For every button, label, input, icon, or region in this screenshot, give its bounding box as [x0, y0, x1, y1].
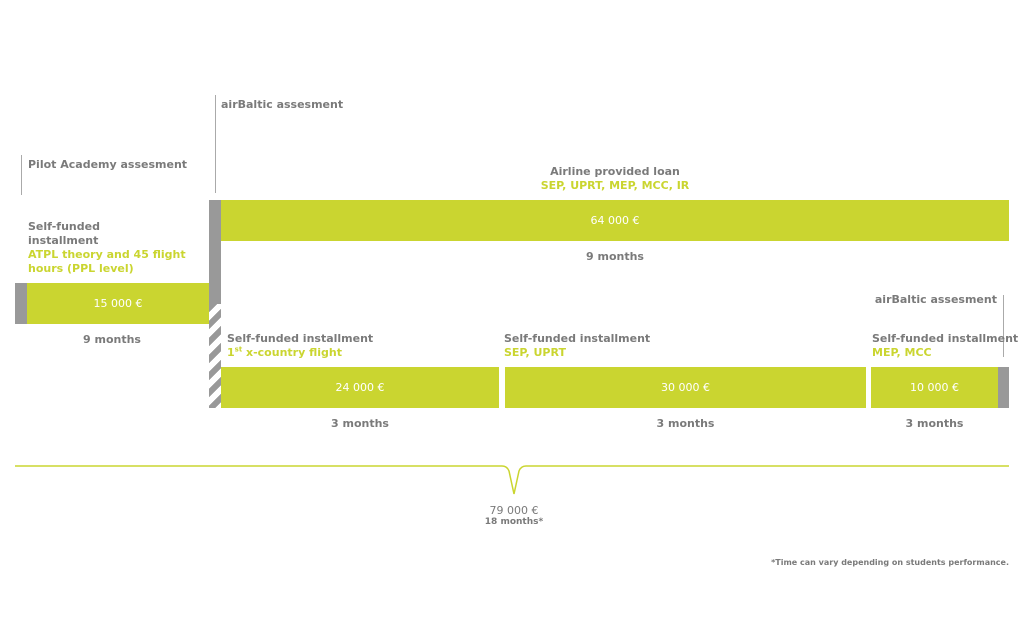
installment-1-bar: 24 000 €	[221, 367, 499, 408]
footnote: *Time can vary depending on students per…	[771, 558, 1009, 567]
pilot-academy-marker-line	[21, 155, 22, 195]
airbaltic-top-assessment-label: airBaltic assesment	[221, 98, 344, 111]
divider-gray-column	[209, 200, 221, 304]
installment-2-title: Self-funded installment SEP, UPRT	[504, 332, 651, 359]
airbaltic-top-marker-line	[215, 95, 216, 193]
installment-3-duration: 3 months	[905, 417, 964, 430]
pilot-academy-assessment-label: Pilot Academy assesment	[28, 158, 188, 171]
loan-bar: 64 000 €	[221, 200, 1009, 241]
installment-1-duration: 3 months	[331, 417, 389, 430]
loan-duration: 9 months	[586, 250, 644, 263]
installment-2-duration: 3 months	[656, 417, 715, 430]
loan-title: Airline provided loan	[550, 165, 680, 178]
total-amount: 79 000 €	[489, 504, 539, 517]
installment-3-bar: 10 000 €	[871, 367, 998, 408]
installment-3-gray-cap	[998, 367, 1009, 408]
installment-2-bar: 30 000 €	[505, 367, 866, 408]
loan-subtitle: SEP, UPRT, MEP, MCC, IR	[540, 179, 690, 192]
first-installment-gray-cap	[15, 283, 27, 324]
total-duration: 18 months*	[484, 517, 544, 527]
first-installment-duration: 9 months	[83, 333, 141, 346]
airbaltic-right-marker-line	[1003, 295, 1004, 357]
total-bracket	[15, 465, 1009, 495]
airbaltic-right-assessment-label: airBaltic assesment	[874, 293, 997, 306]
installment-1-title: Self-funded installment 1st x-country fl…	[227, 332, 374, 359]
first-installment-bar: 15 000 €	[27, 283, 209, 324]
installment-3-title: Self-funded installment MEP, MCC	[872, 332, 1019, 359]
divider-hatched-column	[209, 304, 221, 408]
first-installment-title: Self-funded installment ATPL theory and …	[28, 220, 186, 275]
